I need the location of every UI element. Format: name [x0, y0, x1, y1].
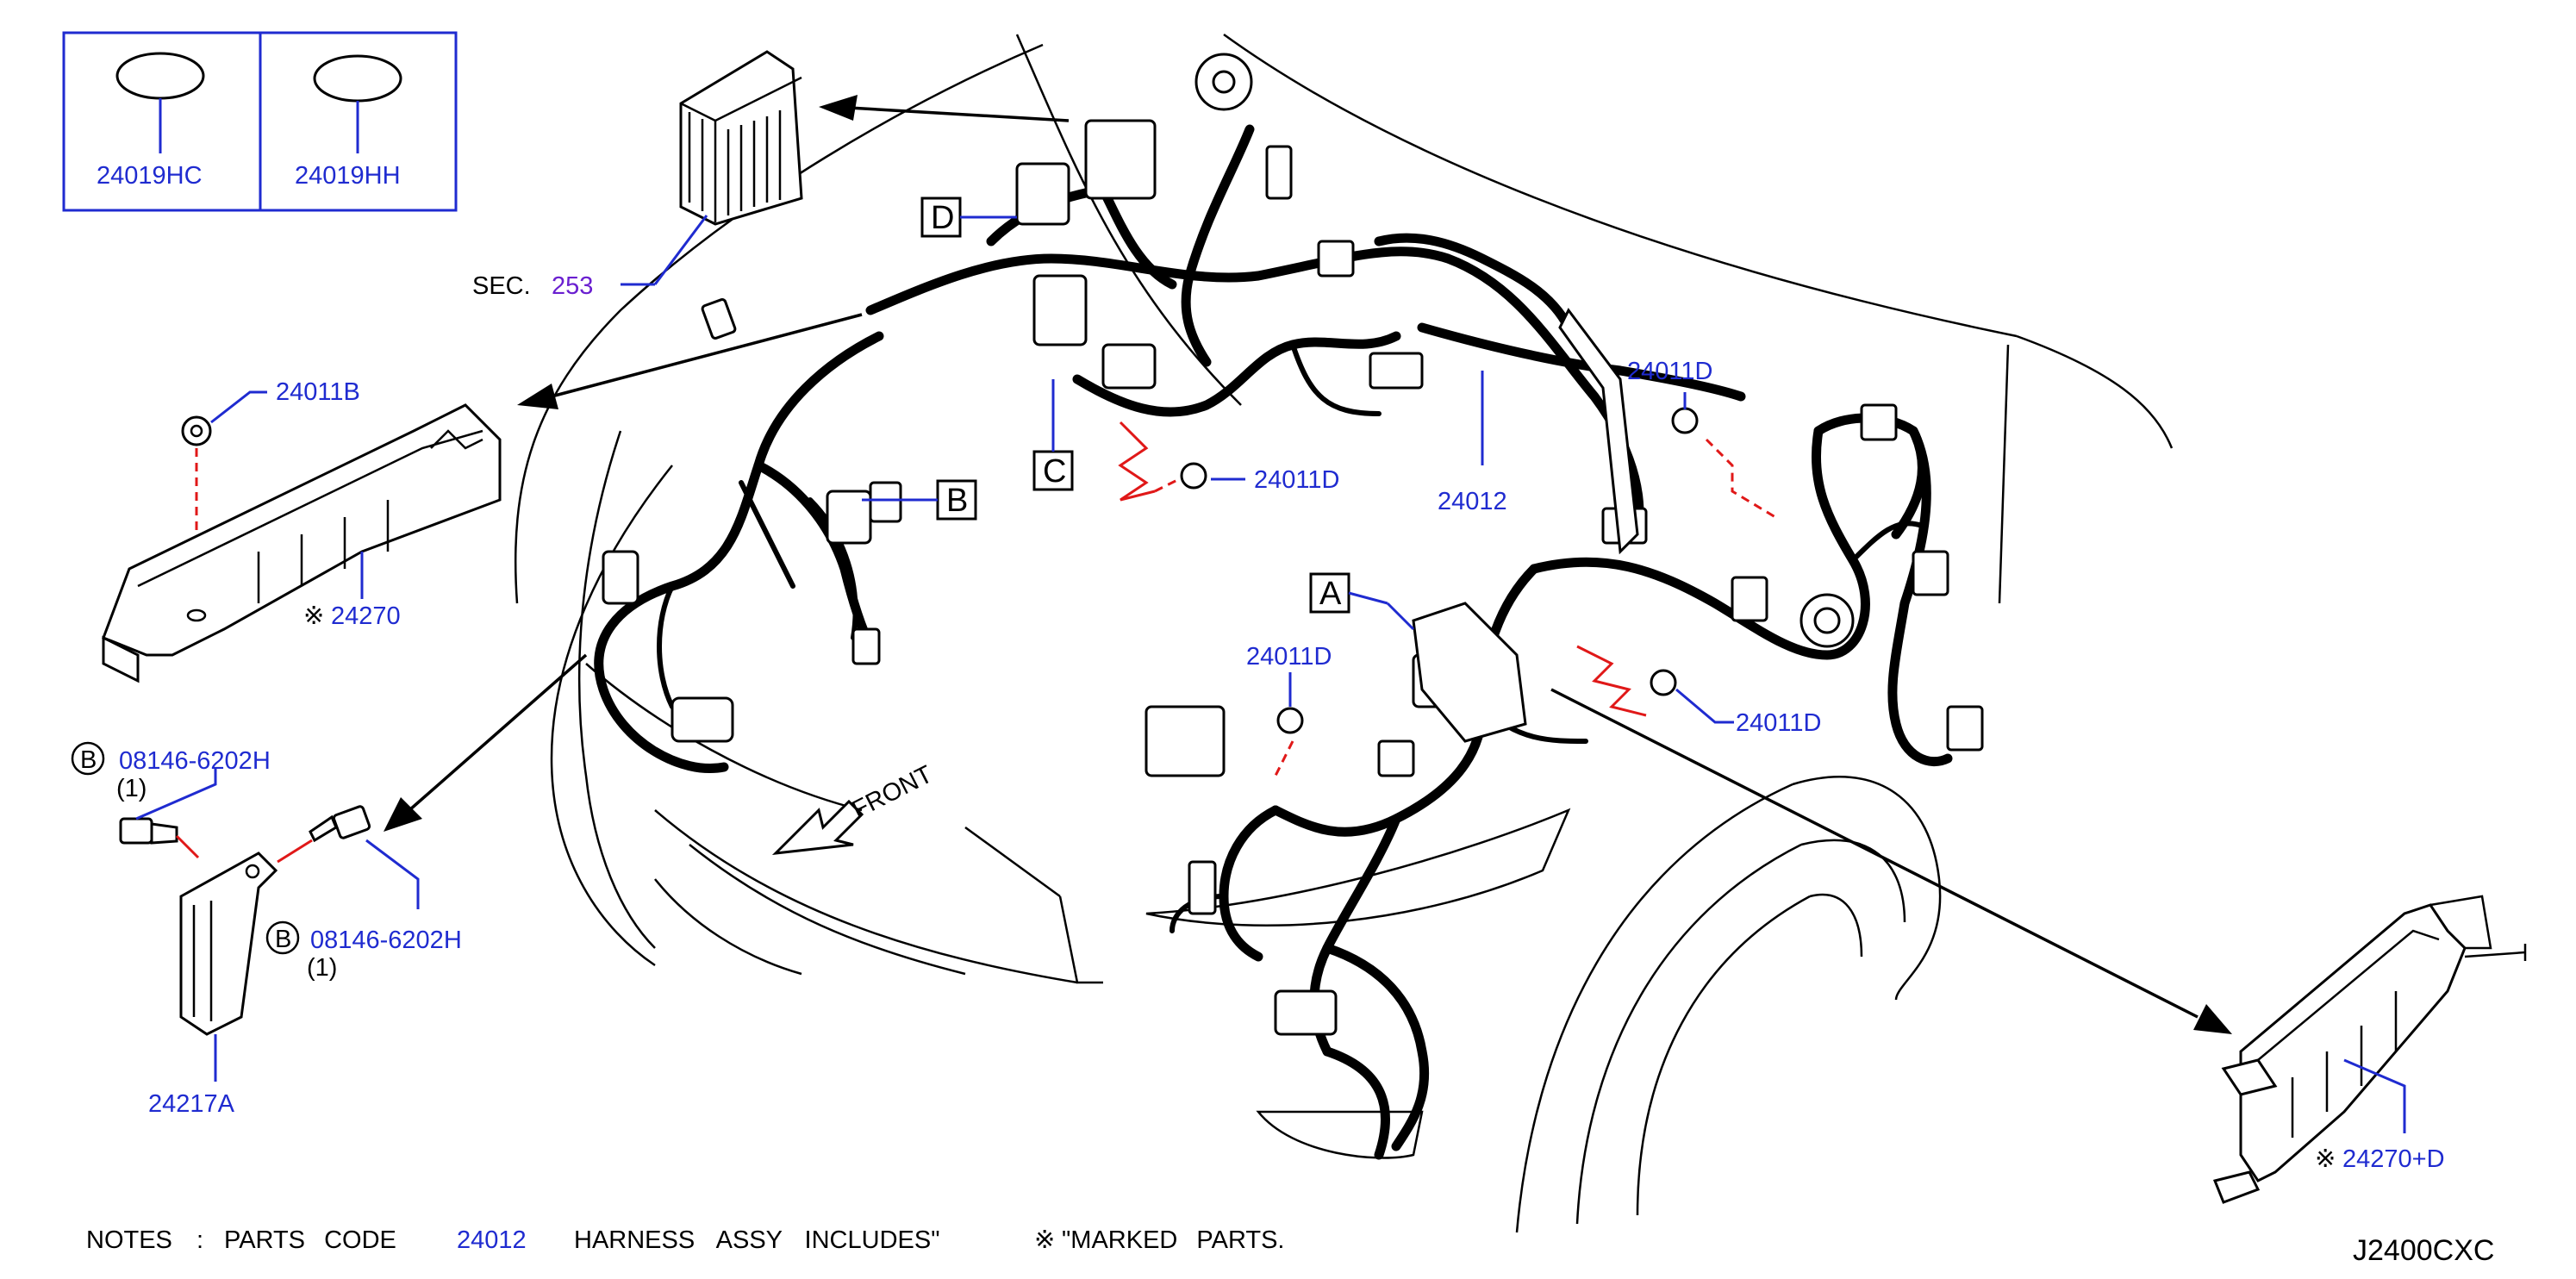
label-24270d: 24270+D: [2342, 1145, 2445, 1173]
notes-parts-code: PARTS CODE: [224, 1226, 396, 1254]
notes-marked: "MARKED PARTS.: [1062, 1226, 1285, 1254]
label-24011b: 24011B: [276, 378, 360, 406]
notes-colon: :: [196, 1226, 203, 1254]
qty-08146-top: (1): [116, 775, 147, 802]
front-arrow-icon: [771, 799, 864, 855]
bolt-24011d-right: [1671, 392, 1776, 519]
legend-left-label: 24019HC: [97, 162, 203, 190]
arrows: [384, 95, 2232, 1034]
section-number: 253: [552, 272, 593, 300]
bolt-icon: [1276, 707, 1304, 734]
protector-24270d: [2212, 895, 2527, 1204]
circled-letter-b-icon: [265, 920, 300, 955]
legend-box: 24019HC 24019HH: [62, 31, 458, 212]
label-24011d-lower: 24011D: [1736, 709, 1821, 737]
bracket-24217a: [179, 852, 278, 1082]
front-label: FRONT: [848, 760, 938, 824]
box-letter-a: A: [1319, 576, 1342, 612]
circled-letter-b-icon: [71, 741, 105, 776]
ecm-module: [621, 50, 803, 286]
label-08146-bottom: 08146-6202H: [310, 926, 462, 954]
label-24217a: 24217A: [148, 1090, 235, 1118]
notes-label: NOTES: [86, 1226, 172, 1254]
nut-24011b: [181, 390, 267, 603]
nut-icon: [181, 415, 212, 446]
main-harness: [594, 124, 1953, 1160]
protector-24270: [102, 403, 502, 683]
qty-08146-bottom: (1): [307, 954, 337, 982]
marked-symbol-24270: ※: [303, 602, 324, 630]
label-24011d-right: 24011D: [1627, 358, 1712, 385]
diagram-id: J2400CXC: [2353, 1234, 2494, 1267]
notes: NOTES : PARTS CODE 24012 HARNESS ASSY IN…: [86, 1226, 1285, 1254]
bolt-24011d-center: [1118, 421, 1245, 502]
bolt-icon: [1650, 669, 1677, 696]
boxed-letters: A B C D: [862, 197, 1415, 631]
label-24012: 24012: [1438, 488, 1507, 515]
bolt-08146-bottom: [265, 805, 420, 955]
circled-b-bottom: B: [275, 926, 291, 953]
bolt-icon: [1180, 462, 1207, 490]
circled-b-top: B: [80, 746, 97, 774]
bolt-08146-top: [71, 741, 217, 859]
grommet-icon: [313, 54, 402, 103]
bolt-24011d-mid: [1274, 672, 1304, 777]
body-outline: [514, 33, 2174, 1233]
notes-code: 24012: [457, 1226, 527, 1254]
harness-connectors: [602, 53, 1984, 1036]
section-prefix: SEC.: [472, 272, 531, 300]
label-24011d-mid: 24011D: [1246, 643, 1332, 671]
grommet-icon: [115, 52, 205, 100]
bolt-icon: [1671, 407, 1699, 434]
marked-symbol-24270d: ※: [2315, 1145, 2336, 1173]
bolt-24011d-lower: [1576, 645, 1734, 724]
label-24011d-center: 24011D: [1254, 466, 1339, 494]
legend-right-label: 24019HH: [295, 162, 401, 190]
box-letter-c: C: [1043, 453, 1066, 490]
box-letter-b: B: [946, 483, 968, 519]
box-letter-d: D: [931, 200, 954, 236]
notes-marked-symbol: ※: [1034, 1226, 1055, 1254]
label-24270: 24270: [331, 602, 401, 630]
label-08146-top: 08146-6202H: [119, 747, 271, 775]
notes-description: HARNESS ASSY INCLUDES": [574, 1226, 940, 1254]
